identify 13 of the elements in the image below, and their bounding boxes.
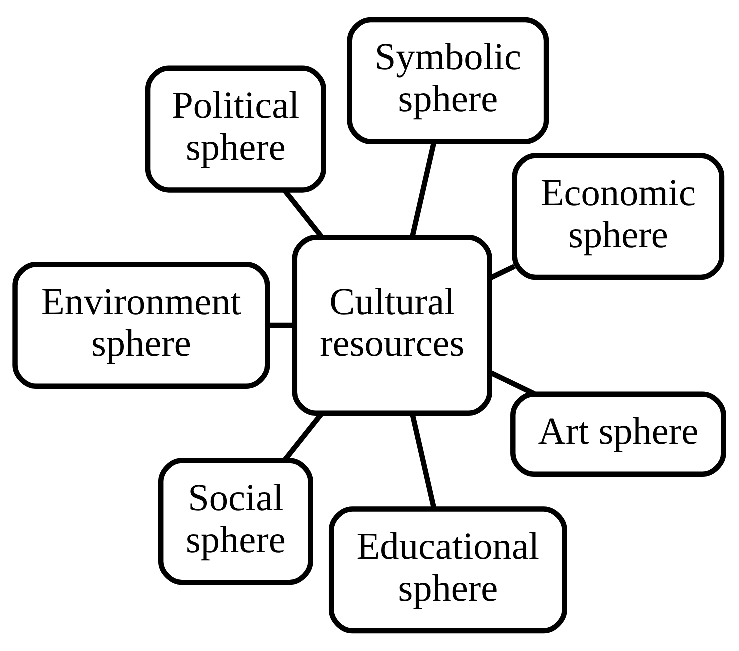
node-box: Symbolic sphere (347, 17, 550, 144)
node-box: Economic sphere (512, 153, 725, 280)
connector (410, 413, 437, 510)
node-box: Political sphere (145, 66, 326, 193)
node-box: Environment sphere (12, 262, 270, 389)
connector (489, 370, 536, 396)
node-box: Art sphere (510, 392, 726, 477)
node-box: Cultural resources (292, 235, 492, 416)
connector (268, 322, 295, 328)
connector (410, 142, 437, 238)
node-box: Social sphere (158, 458, 314, 586)
node-box: Educational sphere (328, 506, 568, 634)
connector (489, 264, 516, 281)
